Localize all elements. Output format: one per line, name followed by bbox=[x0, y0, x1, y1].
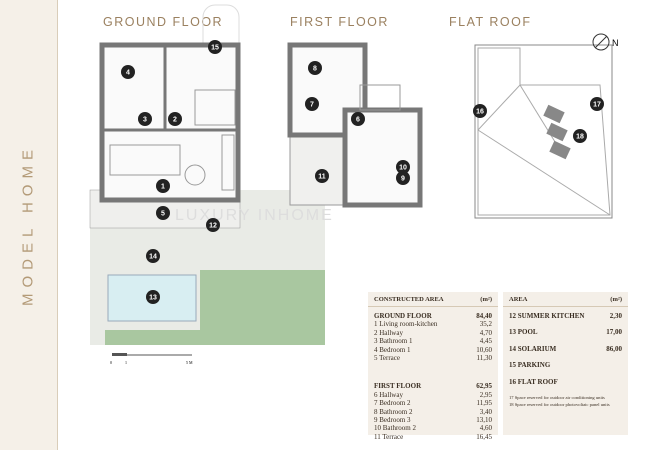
room-marker-number: 10 bbox=[399, 165, 407, 172]
table-row: 15 PARKING bbox=[509, 361, 551, 370]
room-marker-number: 11 bbox=[318, 174, 326, 181]
note-17: 17 Space reserved for outdoor air condit… bbox=[509, 395, 605, 401]
room-marker bbox=[206, 218, 220, 232]
room-marker-number: 12 bbox=[209, 223, 217, 230]
room-marker-number: 13 bbox=[149, 295, 157, 302]
kitchen-counter bbox=[221, 134, 235, 191]
room-marker-number: 4 bbox=[126, 70, 130, 77]
room-marker bbox=[396, 171, 410, 185]
svg-text:0: 0 bbox=[110, 360, 112, 365]
room-marker bbox=[308, 61, 322, 75]
flat-roof-title: FLAT ROOF bbox=[449, 15, 532, 29]
room-marker bbox=[156, 206, 170, 220]
terrace-11 bbox=[289, 134, 346, 206]
sofa bbox=[109, 144, 181, 176]
room-marker bbox=[315, 169, 329, 183]
room-marker-number: 7 bbox=[310, 102, 314, 109]
room-marker-number: 3 bbox=[143, 117, 147, 124]
room-marker bbox=[396, 160, 410, 174]
stairs bbox=[359, 84, 401, 111]
compass-north: N bbox=[612, 38, 619, 48]
room-marker bbox=[208, 40, 222, 54]
room-marker bbox=[305, 97, 319, 111]
note-18: 18 Space reserved for outdoor photovolta… bbox=[509, 402, 610, 408]
solar-panels bbox=[543, 104, 571, 160]
room-marker-number: 14 bbox=[149, 254, 157, 261]
ground-floor-title: GROUND FLOOR bbox=[103, 15, 224, 29]
room-marker-number: 5 bbox=[161, 211, 165, 218]
compass-icon bbox=[592, 33, 610, 51]
lawn-strip bbox=[105, 330, 200, 345]
room-marker-number: 18 bbox=[576, 134, 584, 141]
lawn bbox=[200, 270, 325, 345]
room-marker bbox=[590, 97, 604, 111]
dining-table bbox=[184, 164, 206, 186]
watermark: LUXURY INHOME bbox=[175, 207, 334, 224]
room-marker bbox=[156, 179, 170, 193]
room-marker bbox=[168, 112, 182, 126]
table-row: 16 FLAT ROOF bbox=[509, 377, 558, 386]
room-marker bbox=[573, 129, 587, 143]
svg-text:5 M: 5 M bbox=[186, 360, 193, 365]
room-marker bbox=[138, 112, 152, 126]
svg-text:1: 1 bbox=[125, 360, 127, 365]
room-marker-number: 8 bbox=[313, 66, 317, 73]
room-marker-number: 17 bbox=[593, 102, 601, 109]
room-marker bbox=[121, 65, 135, 79]
room-marker-number: 9 bbox=[401, 176, 405, 183]
room-marker-number: 2 bbox=[173, 117, 177, 124]
room-marker-number: 15 bbox=[211, 45, 219, 52]
room-marker-number: 1 bbox=[161, 184, 165, 191]
room-marker bbox=[473, 104, 487, 118]
room-marker bbox=[351, 112, 365, 126]
room-marker bbox=[146, 290, 160, 304]
room-marker-number: 6 bbox=[356, 117, 360, 124]
room-marker-number: 16 bbox=[476, 109, 484, 116]
room-marker bbox=[146, 249, 160, 263]
stairs bbox=[194, 89, 236, 126]
side-strip: MODEL HOME bbox=[0, 0, 58, 450]
first-floor-title: FIRST FLOOR bbox=[290, 15, 389, 29]
scale-bar: 0 1 5 M bbox=[110, 353, 193, 365]
